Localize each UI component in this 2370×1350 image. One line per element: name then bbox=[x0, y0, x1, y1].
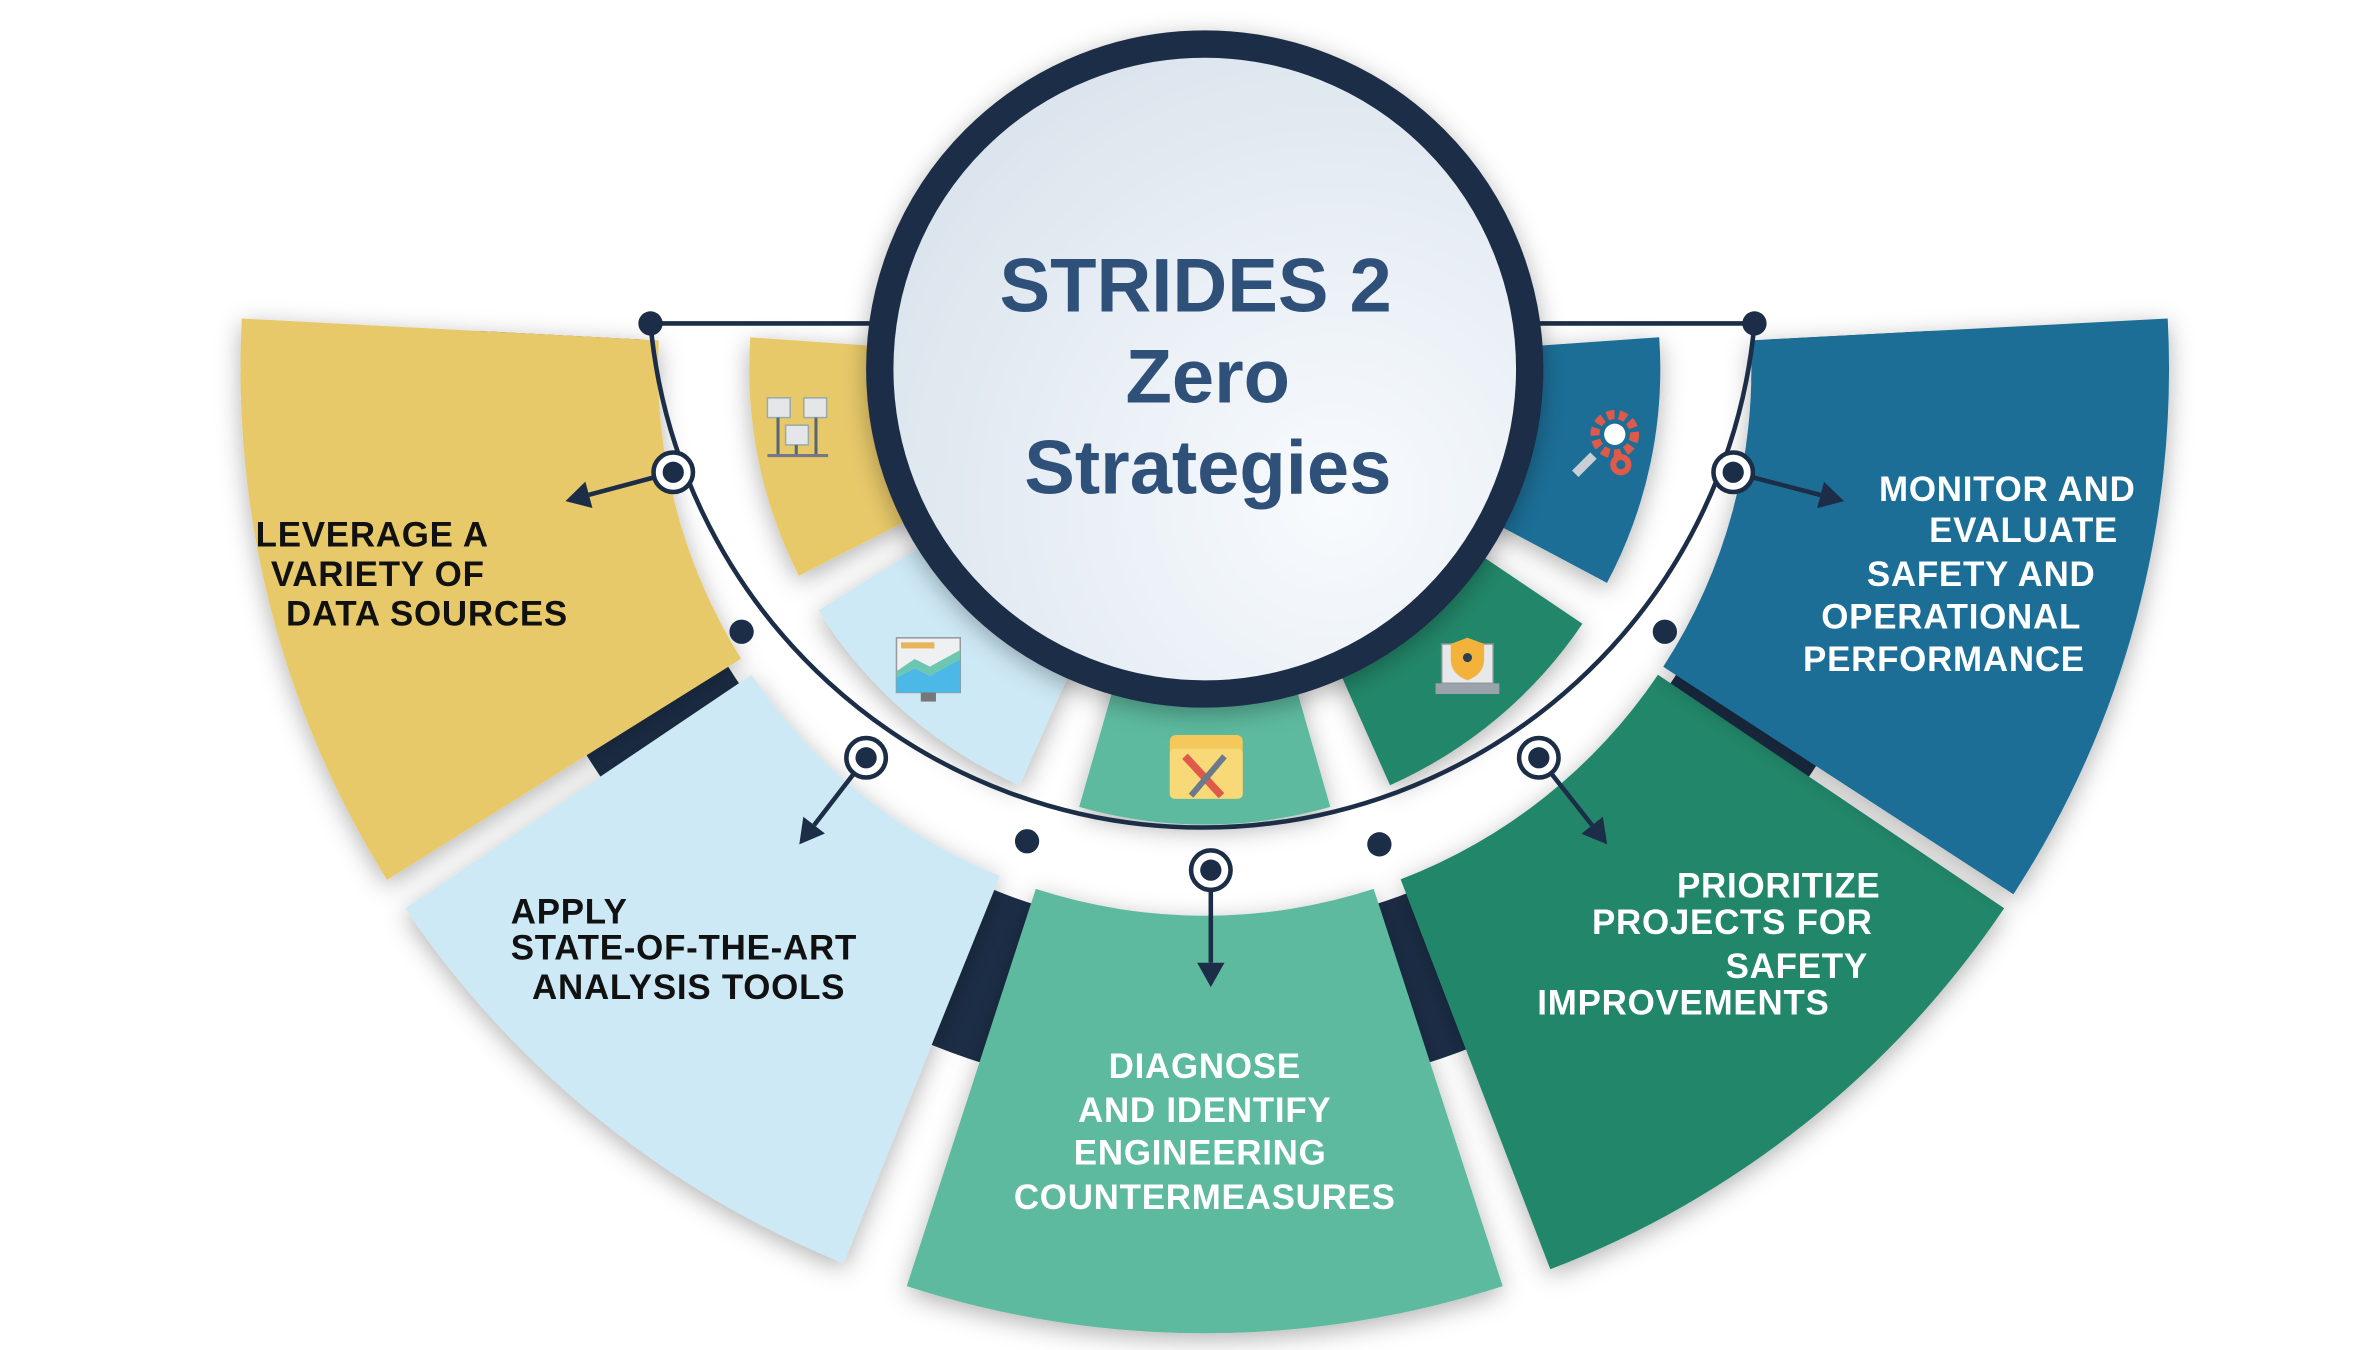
label-line: PROJECTS FOR bbox=[1592, 903, 1873, 942]
label-monitor: MONITOR AND EVALUATE SAFETY AND OPERATIO… bbox=[1803, 470, 2136, 679]
label-line: ANALYSIS TOOLS bbox=[532, 968, 845, 1007]
folder-tools-icon bbox=[1169, 734, 1243, 799]
timeline-ring-center bbox=[1722, 461, 1744, 483]
timeline-ring-center bbox=[1528, 747, 1550, 769]
label-line: COUNTERMEASURES bbox=[1014, 1178, 1396, 1217]
label-line: LEVERAGE A bbox=[256, 516, 489, 555]
outer-segment-analysis-tools bbox=[405, 674, 1000, 1264]
timeline-ring-center bbox=[1200, 859, 1222, 881]
laptop-shield-icon bbox=[1435, 637, 1500, 694]
outer-segment-monitor bbox=[1663, 318, 2170, 895]
label-line: SAFETY AND bbox=[1867, 555, 2096, 594]
outer-segment-countermeasures bbox=[906, 888, 1503, 1334]
label-line: MONITOR AND bbox=[1879, 470, 2136, 509]
timeline-dot bbox=[638, 311, 663, 336]
label-line: SAFETY bbox=[1726, 947, 1868, 986]
network-servers-icon bbox=[766, 397, 829, 458]
timeline-ring-center bbox=[662, 461, 684, 483]
timeline-dot bbox=[729, 619, 754, 644]
label-line: APPLY bbox=[511, 892, 628, 931]
label-line: AND IDENTIFY bbox=[1078, 1091, 1331, 1130]
outer-segment-prioritize bbox=[1400, 674, 2005, 1270]
arrow-line bbox=[1549, 771, 1594, 827]
outer-segments bbox=[240, 318, 2170, 1334]
label-line: PRIORITIZE bbox=[1677, 866, 1880, 905]
timeline-dot bbox=[1367, 832, 1392, 857]
arrow-line bbox=[812, 771, 856, 827]
arrow-line bbox=[1751, 475, 1822, 498]
arrow-head-icon bbox=[799, 816, 825, 845]
label-data-sources: LEVERAGE A VARIETY OF DATA SOURCES bbox=[256, 516, 568, 634]
arrow-head-icon bbox=[1197, 962, 1225, 988]
outer-segment-data-sources bbox=[240, 318, 742, 881]
arrow-line bbox=[588, 475, 655, 498]
label-line: IMPROVEMENTS bbox=[1537, 983, 1829, 1022]
timeline-dot bbox=[1742, 311, 1767, 336]
arrow-head-icon bbox=[565, 481, 593, 509]
timeline-ring-center bbox=[855, 747, 877, 769]
label-line: OPERATIONAL bbox=[1821, 598, 2081, 637]
label-line: ENGINEERING bbox=[1074, 1134, 1327, 1173]
timeline-nodes bbox=[638, 311, 1767, 893]
magnifier-gear-icon bbox=[1572, 410, 1640, 478]
segment-labels: LEVERAGE A VARIETY OF DATA SOURCES APPLY… bbox=[256, 470, 2136, 1217]
label-analysis-tools: APPLY STATE-OF-THE-ART ANALYSIS TOOLS bbox=[511, 892, 857, 1007]
timeline-dot bbox=[1652, 619, 1678, 644]
center-circle bbox=[866, 30, 1544, 708]
title-line-3: Strategies bbox=[1024, 426, 1391, 511]
monitor-chart-icon bbox=[895, 637, 962, 702]
arrow-head-icon bbox=[1581, 816, 1608, 845]
title-line-2: Zero bbox=[1126, 334, 1291, 419]
label-line: PERFORMANCE bbox=[1803, 640, 2085, 679]
timeline-dot bbox=[1014, 829, 1040, 854]
label-countermeasures: DIAGNOSE AND IDENTIFY ENGINEERING COUNTE… bbox=[1014, 1047, 1396, 1217]
timeline-arc bbox=[648, 321, 1757, 830]
title-line-1: STRIDES 2 bbox=[999, 243, 1391, 328]
label-line: DATA SOURCES bbox=[286, 595, 568, 634]
label-line: STATE-OF-THE-ART bbox=[511, 929, 857, 968]
arrow-head-icon bbox=[1817, 481, 1845, 509]
label-line: DIAGNOSE bbox=[1109, 1047, 1301, 1086]
timeline-arrows bbox=[565, 475, 1845, 988]
label-prioritize: PRIORITIZE PROJECTS FOR SAFETY IMPROVEME… bbox=[1537, 866, 1880, 1022]
label-line: VARIETY OF bbox=[271, 555, 485, 594]
label-line: EVALUATE bbox=[1929, 511, 2118, 550]
